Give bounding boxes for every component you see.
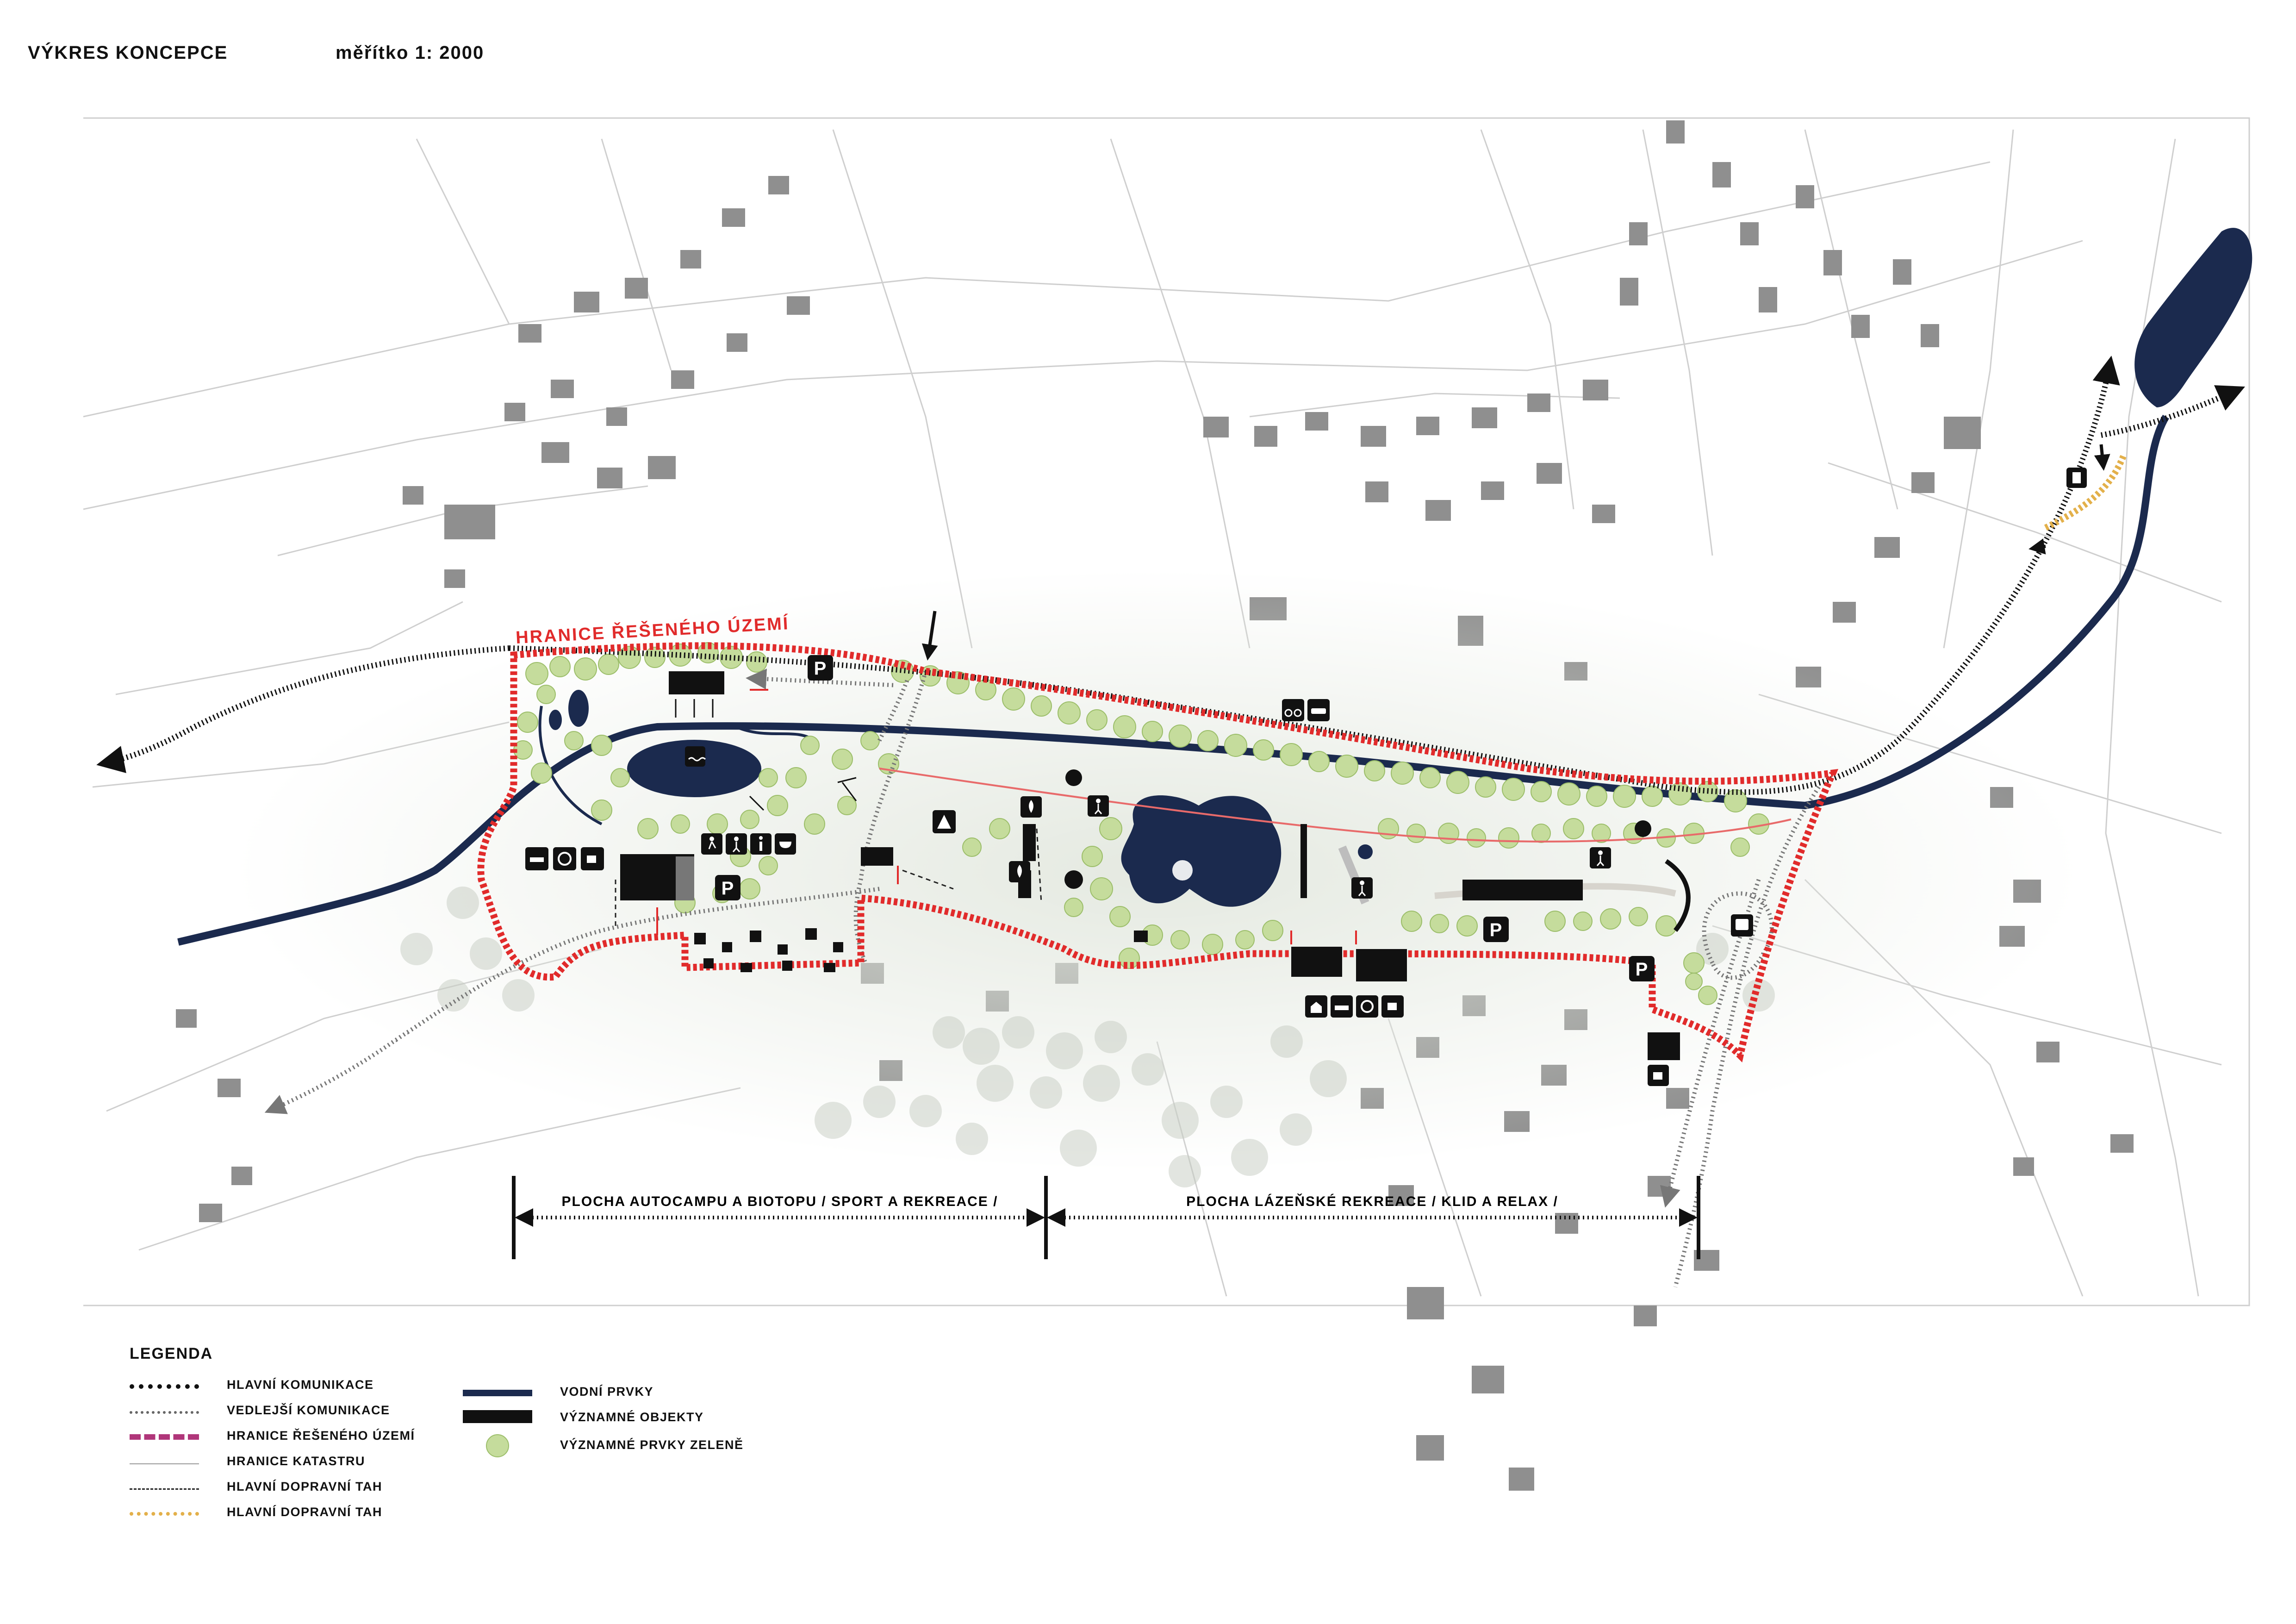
legend-label: VÝZNAMNÉ OBJEKTY	[560, 1410, 704, 1424]
pedestrian-icon	[1590, 847, 1611, 868]
biotope-pond	[627, 740, 761, 797]
legend-side-road: VEDLEJŠÍ KOMUNIKACE	[130, 1400, 390, 1420]
restaurant-icon	[553, 847, 576, 870]
legend-main-road: HLAVNÍ KOMUNIKACE	[130, 1375, 374, 1394]
zone-dividers	[512, 1176, 1700, 1259]
significant-greenery	[513, 642, 1769, 1005]
parking-icon[interactable]: P	[1629, 956, 1655, 981]
forest-texture	[400, 887, 1775, 1187]
tree-icon	[486, 1434, 509, 1457]
swimming-icon	[685, 746, 706, 767]
legend-objects-symbol	[463, 1410, 532, 1423]
legend-traffic-yellow-symbol	[130, 1512, 199, 1516]
red-promenade-line	[879, 768, 1792, 843]
secondary-communications	[264, 668, 1821, 1288]
parking-label: P	[1490, 920, 1502, 940]
bed-icon	[1331, 995, 1353, 1018]
drawing-scale: měřítko 1: 2000	[336, 43, 485, 63]
parking-label: P	[1636, 959, 1648, 980]
sport-icon	[701, 833, 722, 855]
cafe-icon	[581, 847, 604, 870]
legend-label: HLAVNÍ KOMUNIKACE	[227, 1377, 374, 1392]
zone-label-autocamp: PLOCHA AUTOCAMPU A BIOTOPU / SPORT A REK…	[562, 1194, 998, 1209]
legend-boundary: HRANICE ŘEŠENÉHO ÚZEMÍ	[130, 1426, 415, 1445]
parking-icon[interactable]: P	[808, 655, 833, 681]
parking-label: P	[722, 878, 734, 899]
legend: LEGENDA HLAVNÍ KOMUNIKACE VEDLEJŠÍ KOMUN…	[125, 1345, 819, 1539]
legend-traffic-symbol	[130, 1488, 199, 1490]
bed-icon	[525, 847, 548, 870]
pedestrian-icon	[1088, 795, 1109, 817]
info-icon	[750, 833, 772, 855]
spa-pond	[1121, 795, 1282, 907]
cafe-icon	[1381, 995, 1404, 1018]
restaurant-icon	[1356, 995, 1378, 1018]
car-icon	[1307, 699, 1330, 721]
legend-traffic-yellow: HLAVNÍ DOPRAVNÍ TAH	[130, 1502, 382, 1522]
legend-label: HRANICE KATASTRU	[227, 1454, 365, 1468]
legend-side-road-symbol	[130, 1411, 199, 1414]
legend-objects: VÝZNAMNÉ OBJEKTY	[463, 1407, 704, 1427]
bicycle-icon	[1282, 699, 1304, 721]
legend-title: LEGENDA	[130, 1345, 213, 1362]
legend-label: VÝZNAMNÉ PRVKY ZELENĚ	[560, 1437, 744, 1452]
legend-cadastre: HRANICE KATASTRU	[130, 1451, 365, 1471]
legend-label: HRANICE ŘEŠENÉHO ÚZEMÍ	[227, 1428, 415, 1443]
pedestrian-icon	[726, 833, 747, 855]
legend-greenery-symbol-wrap	[463, 1434, 532, 1457]
legend-cadastre-symbol	[130, 1463, 199, 1464]
main-communications	[96, 356, 2245, 795]
pedestrian-icon	[1351, 877, 1373, 899]
pictograms[interactable]: P P P P	[525, 468, 2087, 1086]
legend-water-symbol	[463, 1389, 532, 1396]
bus-icon	[1731, 914, 1753, 937]
bbq-icon	[775, 833, 796, 855]
direction-arrows	[921, 444, 2110, 661]
main-traffic-route	[615, 828, 1042, 926]
camp-cabins	[694, 928, 843, 972]
house-icon	[1305, 995, 1327, 1018]
legend-greenery: VÝZNAMNÉ PRVKY ZELENĚ	[463, 1434, 744, 1457]
legend-traffic: HLAVNÍ DOPRAVNÍ TAH	[130, 1477, 382, 1496]
campfire-icon	[1009, 861, 1030, 882]
drawing-title: VÝKRES KONCEPCE	[28, 43, 228, 63]
legend-label: VODNÍ PRVKY	[560, 1384, 654, 1399]
camping-icon	[933, 810, 956, 833]
entrance-markers	[656, 689, 1357, 944]
parking-icon[interactable]: P	[715, 875, 740, 900]
campfire-icon	[1020, 796, 1042, 818]
hall-annex	[676, 856, 694, 900]
legend-label: HLAVNÍ DOPRAVNÍ TAH	[227, 1479, 382, 1493]
upper-lake	[2134, 228, 2252, 407]
legend-water: VODNÍ PRVKY	[463, 1382, 653, 1401]
waste-icon	[2066, 468, 2087, 488]
zone-label-spa: PLOCHA LÁZEŇSKÉ REKREACE / KLID A RELAX …	[1186, 1193, 1558, 1209]
study-area-boundary	[477, 642, 1839, 1062]
cafe-icon	[1648, 1065, 1669, 1086]
legend-label: HLAVNÍ DOPRAVNÍ TAH	[227, 1505, 382, 1519]
legend-label: VEDLEJŠÍ KOMUNIKACE	[227, 1403, 390, 1417]
parking-icon[interactable]: P	[1483, 917, 1509, 942]
parking-label: P	[814, 658, 827, 679]
yellow-traffic-route	[2044, 452, 2128, 531]
local-movement-arrows	[675, 699, 857, 811]
legend-boundary-symbol	[130, 1434, 199, 1440]
legend-main-road-symbol	[130, 1384, 199, 1389]
